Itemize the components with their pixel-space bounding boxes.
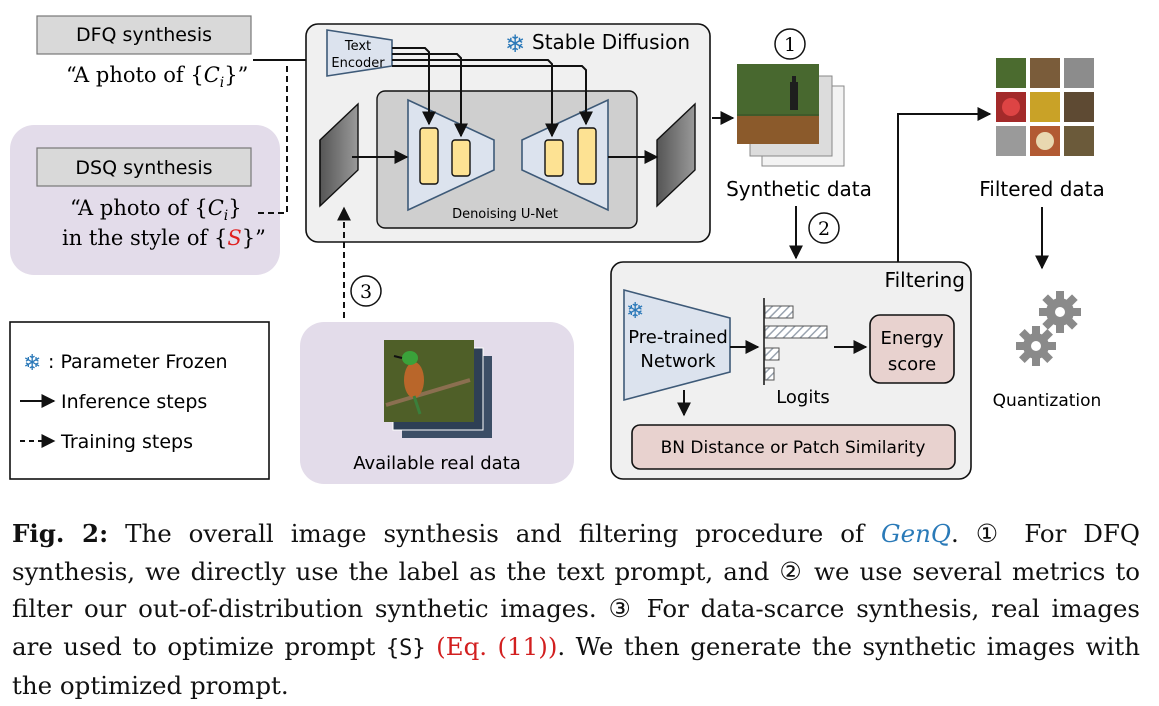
real-data-section: Available real data <box>300 322 574 484</box>
caption-text-6: . We then generate the synthetic images … <box>12 631 1141 701</box>
denoising-unet-label: Denoising U-Net <box>452 207 558 222</box>
conditioning-arrows <box>392 47 593 138</box>
gears-icon <box>1016 291 1081 366</box>
energy-label-1: Energy <box>880 328 943 349</box>
quantization-label: Quantization <box>993 391 1102 411</box>
unet-block-2 <box>451 139 471 177</box>
caption-prompt: {S} <box>385 635 426 661</box>
dfq-prompt: “A photo of {Ci}” <box>66 63 248 91</box>
caption-step3: ③ <box>608 594 635 623</box>
figure-label: Fig. 2: <box>12 519 109 548</box>
synthetic-data-label: Synthetic data <box>726 177 872 201</box>
legend-training-label: Training steps <box>60 431 193 453</box>
filtering-title: Filtering <box>885 268 965 292</box>
step2-circle <box>808 212 840 244</box>
dsq-synthesis-label: DSQ synthesis <box>75 157 212 179</box>
caption-text-3: For DFQ synthesis, we directly use the l… <box>12 519 1141 586</box>
filtering-block: Filtering ❄ Pre-trained Network Logits E… <box>610 261 972 480</box>
dsq-prompt-line1: “A photo of {Ci} <box>70 196 242 224</box>
stable-diffusion-block: ❄ Stable Diffusion Text Encoder Denoisin… <box>305 23 711 243</box>
step3-label: 3 <box>360 281 372 303</box>
step1-circle <box>774 28 806 60</box>
energy-label-2: score <box>888 354 936 375</box>
logits-histogram <box>763 298 828 385</box>
sd-snowflake-icon: ❄ <box>505 30 525 58</box>
filtering-to-filtered-arrow <box>897 107 992 262</box>
filtered-images-grid <box>996 58 1094 156</box>
text-encoder-label-2: Encoder <box>331 56 385 71</box>
logit-bar-3 <box>764 347 780 361</box>
genq-pipeline-diagram: DFQ synthesis “A photo of {Ci}” DSQ synt… <box>9 15 1105 484</box>
logit-bar-2 <box>764 325 828 339</box>
unet-block-4 <box>577 127 597 185</box>
caption-text-1: The overall image synthesis and filterin… <box>108 519 881 548</box>
pretrained-network-shape <box>623 288 731 402</box>
legend: ❄ : Parameter Frozen Inference steps Tra… <box>9 321 270 480</box>
caption-step2: ② <box>779 556 804 586</box>
pretrained-label-2: Network <box>640 351 716 372</box>
caption-text-5: For data-scarce synthesis, real images a… <box>12 594 1140 661</box>
step3-circle <box>350 275 382 307</box>
filtered-data-label: Filtered data <box>979 177 1105 201</box>
caption-space <box>426 632 437 661</box>
logits-label: Logits <box>776 387 830 408</box>
bn-distance-label: BN Distance or Patch Similarity <box>661 438 926 458</box>
legend-inference-label: Inference steps <box>61 391 207 413</box>
text-encoder-label-1: Text <box>344 39 371 54</box>
pretrained-snowflake-icon: ❄ <box>626 299 644 324</box>
caption-text-2: . <box>950 519 976 548</box>
unet-block-3 <box>544 139 564 177</box>
bn-distance-box <box>631 424 956 470</box>
step2-label: 2 <box>818 218 830 240</box>
dfq-synthesis-box <box>36 15 252 55</box>
dsq-section: DSQ synthesis “A photo of {Ci} in the st… <box>36 147 266 250</box>
genq-link[interactable]: GenQ <box>881 519 951 548</box>
caption-step1: ① <box>975 519 1008 548</box>
logit-bar-1 <box>764 305 794 319</box>
dsq-prompt-line2: in the style of {S}” <box>62 226 266 250</box>
synthetic-images-stack <box>737 64 845 167</box>
dfq-synthesis-label: DFQ synthesis <box>76 24 212 46</box>
dfq-section: DFQ synthesis “A photo of {Ci}” <box>36 15 252 91</box>
available-real-data-label: Available real data <box>353 453 521 474</box>
output-latent-slab <box>656 102 696 208</box>
legend-snowflake-icon: ❄ <box>23 351 41 376</box>
pretrained-label-1: Pre-trained <box>628 327 728 348</box>
equation-reference-link[interactable]: (Eq. (11)) <box>436 631 558 661</box>
caption-text-4: we use several metrics to filter our out… <box>12 556 1140 624</box>
unet-block-1 <box>419 127 439 185</box>
stable-diffusion-title: Stable Diffusion <box>532 30 690 54</box>
real-image-bird <box>384 340 474 422</box>
legend-frozen-label: : Parameter Frozen <box>48 351 228 373</box>
figure-caption: Fig. 2: The overall image synthesis and … <box>12 515 1140 705</box>
step1-label: 1 <box>784 34 796 56</box>
energy-score-box <box>869 314 955 384</box>
dsq-synthesis-box <box>36 147 252 187</box>
logit-bar-4 <box>764 367 775 381</box>
